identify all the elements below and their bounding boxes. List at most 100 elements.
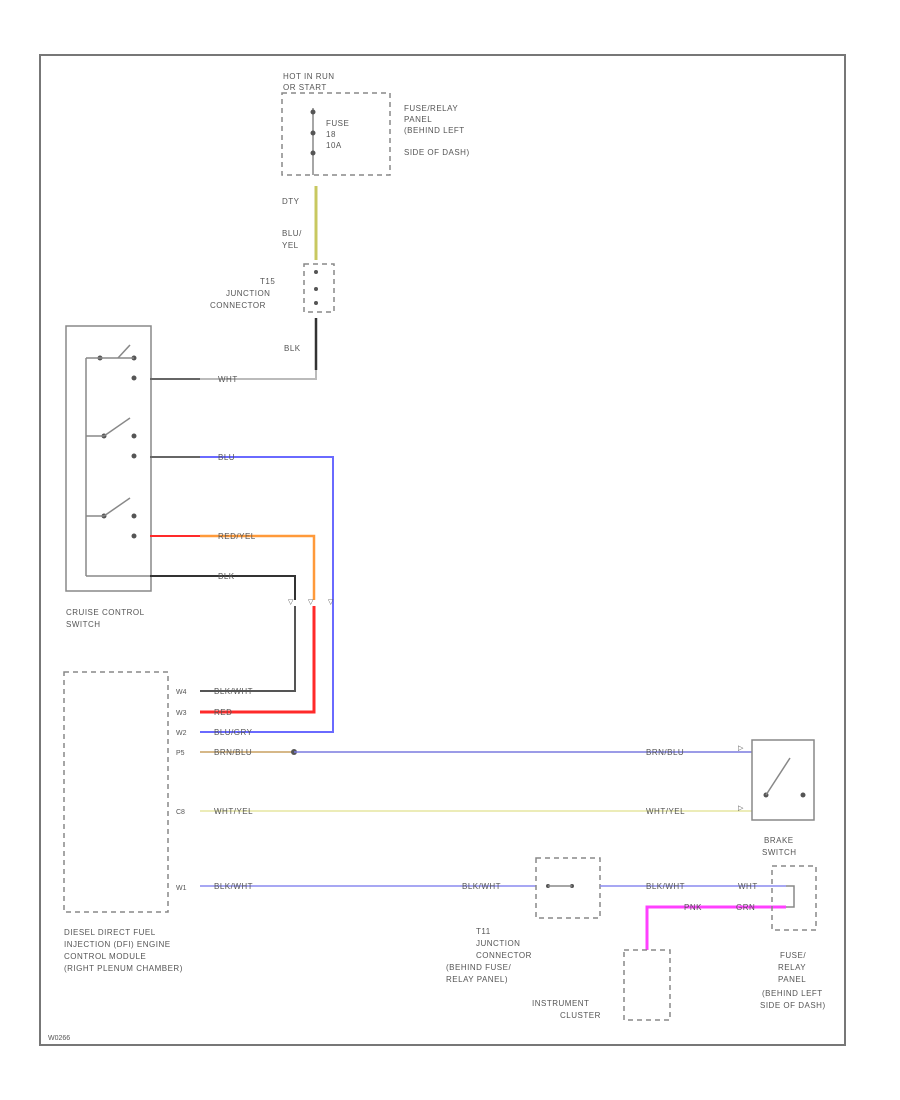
wire-label-ecm-brn-blu: BRN/BLU	[214, 748, 252, 757]
junction-bottom-label-2: JUNCTION	[476, 939, 520, 948]
contact-2-c	[131, 453, 137, 459]
fuse-label-3: 10A	[326, 141, 342, 150]
contact-3-c	[131, 533, 137, 539]
fuse-label-1: FUSE	[326, 119, 349, 128]
panel-label-3: (BEHIND LEFT	[404, 126, 465, 135]
cruise-switch-label-1: CRUISE CONTROL	[66, 608, 145, 617]
wire-label-blu-yel-1: BLU/	[282, 229, 302, 238]
wire-sw-blk	[200, 575, 296, 600]
wire-label-dty: DTY	[282, 197, 300, 206]
contact-1-blade	[117, 344, 131, 359]
wire-label-fuse-grn: GRN	[736, 903, 755, 912]
ecm-pin-w1: W1	[176, 885, 187, 892]
junction-top-box	[303, 263, 335, 313]
brake-contact-b	[800, 792, 806, 798]
ecm-label-2: INJECTION (DFI) ENGINE	[64, 940, 171, 949]
ecm-label-1: DIESEL DIRECT FUEL	[64, 928, 156, 937]
contact-2-blade	[103, 417, 131, 437]
junction-top-label-2: JUNCTION	[226, 289, 270, 298]
ecm-pin-w2: W2	[176, 730, 187, 737]
ecm-label-4: (RIGHT PLENUM CHAMBER)	[64, 964, 183, 973]
ecm-pin-p5: P5	[176, 750, 185, 757]
instrument-cluster-label-1: INSTRUMENT	[532, 999, 589, 1008]
ecm-label-3: CONTROL MODULE	[64, 952, 146, 961]
wire-label-sw-wht: WHT	[218, 375, 238, 384]
junction-top-pin-3	[314, 301, 318, 305]
wire-label-ecm-blu-gry: BLU/GRY	[214, 728, 253, 737]
wire-label-sw-blu: BLU	[218, 453, 235, 462]
wire-label-fuse-wht: WHT	[738, 882, 758, 891]
fuse-label-2: 18	[326, 130, 336, 139]
cruise-switch-box	[65, 325, 152, 592]
fuse-panel-top: HOT IN RUN OR START FUSE 18 10A FUSE/REL…	[281, 72, 470, 176]
wire-label-ecm-blk-wht-low: BLK/WHT	[214, 882, 253, 891]
wire-label-brake-brn-blu: BRN/BLU	[646, 748, 684, 757]
wire-wht	[200, 370, 317, 380]
wire-pnk	[645, 905, 786, 950]
panel-label-1: FUSE/RELAY	[404, 104, 458, 113]
cruise-control-switch: CRUISE CONTROL SWITCH	[65, 325, 152, 629]
fuse-panel-bottom-label-4: (BEHIND LEFT	[762, 989, 823, 998]
fuse-terminal-top	[310, 109, 316, 115]
diagram-code: W0266	[48, 1035, 70, 1042]
junction-bottom-label-3: CONNECTOR	[476, 951, 532, 960]
power-label-1: HOT IN RUN	[283, 72, 335, 81]
brake-switch: ▷ ▷ BRAKE SWITCH	[738, 739, 815, 857]
junction-bottom-label-4: (BEHIND FUSE/	[446, 963, 511, 972]
cruise-switch-label-2: SWITCH	[66, 620, 101, 629]
wire-blk-to-ecm	[200, 606, 296, 692]
junction-top-pin-2	[314, 287, 318, 291]
panel-label-4: SIDE OF DASH)	[404, 148, 470, 157]
wire-label-ecm-wht-yel: WHT/YEL	[214, 807, 253, 816]
junction-top-label-1: T15	[260, 277, 275, 286]
brake-blade	[765, 757, 791, 796]
junction-top-label-3: CONNECTOR	[210, 301, 266, 310]
connector-mark-3: ▽	[328, 599, 334, 606]
fuse-panel-bottom-link	[786, 885, 795, 908]
junction-bottom-box	[535, 857, 601, 919]
junction-bottom-label-1: T11	[476, 927, 491, 936]
fuse-panel-top-box	[281, 92, 391, 176]
instrument-cluster-label-2: CLUSTER	[560, 1011, 601, 1020]
contact-3-b	[131, 513, 137, 519]
instrument-cluster-box	[623, 949, 671, 1021]
brake-pin-bottom: ▷	[738, 805, 744, 812]
ecm-pin-w3: W3	[176, 710, 187, 717]
brake-switch-box	[751, 739, 815, 821]
junction-bottom: T11 JUNCTION CONNECTOR (BEHIND FUSE/ REL…	[446, 857, 601, 984]
fuse-panel-bottom: FUSE/ RELAY PANEL (BEHIND LEFT SIDE OF D…	[760, 865, 826, 1010]
fuse-panel-bottom-label-1: FUSE/	[780, 951, 806, 960]
panel-label-2: PANEL	[404, 115, 432, 124]
fuse-terminal-mid	[310, 130, 316, 136]
contact-1-c	[131, 375, 137, 381]
fuse-panel-bottom-label-5: SIDE OF DASH)	[760, 1001, 826, 1010]
wire-label-blu-yel-2: YEL	[282, 241, 299, 250]
wire-label-sw-red-yel: RED/YEL	[218, 532, 256, 541]
ecm-module: W4 W3 W2 P5 C8 W1 DIESEL DIRECT FUEL INJ…	[63, 671, 187, 973]
instrument-cluster: INSTRUMENT CLUSTER	[532, 949, 671, 1021]
fuse-panel-bottom-label-2: RELAY	[778, 963, 806, 972]
cruise-switch-wires: WHT BLU RED/YEL BLK ▽ ▽ ▽	[150, 375, 334, 733]
wire-label-fuse-pnk: PNK	[684, 903, 702, 912]
junction-bottom-label-5: RELAY PANEL)	[446, 975, 508, 984]
fuse-panel-bottom-label-3: PANEL	[778, 975, 806, 984]
wire-label-ecm-red: RED	[214, 708, 232, 717]
wire-label-blk-top: BLK	[284, 344, 301, 353]
ecm-box	[63, 671, 169, 913]
wire-label-cluster-blk-wht-in: BLK/WHT	[462, 882, 501, 891]
ecm-pin-c8: C8	[176, 809, 185, 816]
brake-switch-label-2: SWITCH	[762, 848, 797, 857]
brake-pin-top: ▷	[738, 745, 744, 752]
junction-top-pin-1	[314, 270, 318, 274]
ecm-pin-w4: W4	[176, 689, 187, 696]
wire-label-sw-blk: BLK	[218, 572, 235, 581]
power-label-2: OR START	[283, 83, 327, 92]
junction-top: T15 JUNCTION CONNECTOR	[210, 263, 335, 313]
connector-mark-1: ▽	[288, 599, 294, 606]
wire-label-cluster-blk-wht-out: BLK/WHT	[646, 882, 685, 891]
wire-label-ecm-blk-wht: BLK/WHT	[214, 687, 253, 696]
contact-2-b	[131, 433, 137, 439]
wire-sw-red-yel	[200, 534, 316, 600]
wire-blu-to-ecm	[200, 606, 334, 733]
